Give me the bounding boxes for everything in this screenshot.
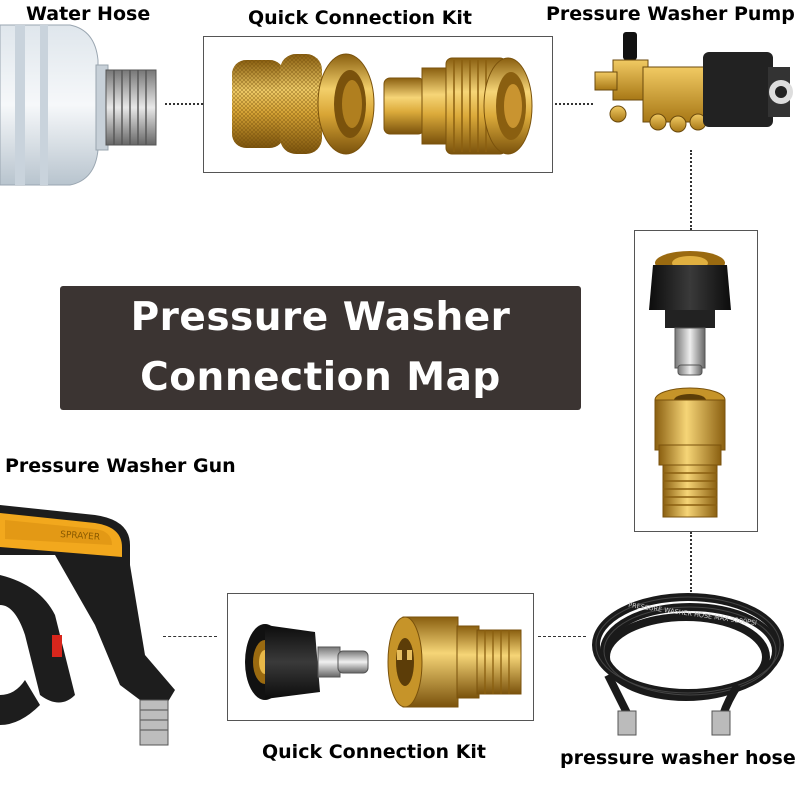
quick-coupler-female-image bbox=[232, 53, 375, 155]
gun-grip-text: SPRAYER bbox=[60, 530, 101, 543]
connector-kit-to-hose bbox=[538, 636, 586, 637]
connector-adapter-to-hose bbox=[690, 532, 692, 592]
quick-coupler-bottom-image bbox=[387, 616, 522, 708]
pressure-washer-pump-image bbox=[594, 32, 793, 133]
m22-to-quick-plug-adapter-image bbox=[649, 251, 731, 376]
pump-label: Pressure Washer Pump bbox=[546, 3, 795, 25]
banner-line-2: Connection Map bbox=[140, 355, 501, 400]
hose-label: pressure washer hose bbox=[560, 747, 796, 769]
quick-kit-bottom-label: Quick Connection Kit bbox=[262, 741, 487, 763]
connector-pump-to-adapter bbox=[690, 150, 692, 230]
connector-gun-to-kit bbox=[163, 636, 217, 637]
connector-hose-to-kit bbox=[165, 103, 203, 105]
water-hose-label: Water Hose bbox=[26, 3, 151, 25]
pressure-washer-hose-image: PRESSURE WASHER HOSE MAX 3200PSI bbox=[592, 593, 784, 736]
connector-kit-to-pump bbox=[555, 103, 593, 105]
title-banner: Pressure Washer Connection Map bbox=[60, 286, 581, 410]
water-hose-image bbox=[0, 24, 157, 186]
quick-kit-top-label: Quick Connection Kit bbox=[248, 7, 473, 29]
pressure-washer-gun-image: SPRAYER bbox=[0, 505, 175, 746]
m22-quick-coupler-image bbox=[654, 387, 726, 518]
quick-coupler-male-image bbox=[383, 57, 533, 155]
gun-label: Pressure Washer Gun bbox=[5, 455, 236, 477]
banner-line-1: Pressure Washer bbox=[130, 295, 511, 340]
quick-plug-adapter-bottom-image bbox=[245, 624, 369, 700]
